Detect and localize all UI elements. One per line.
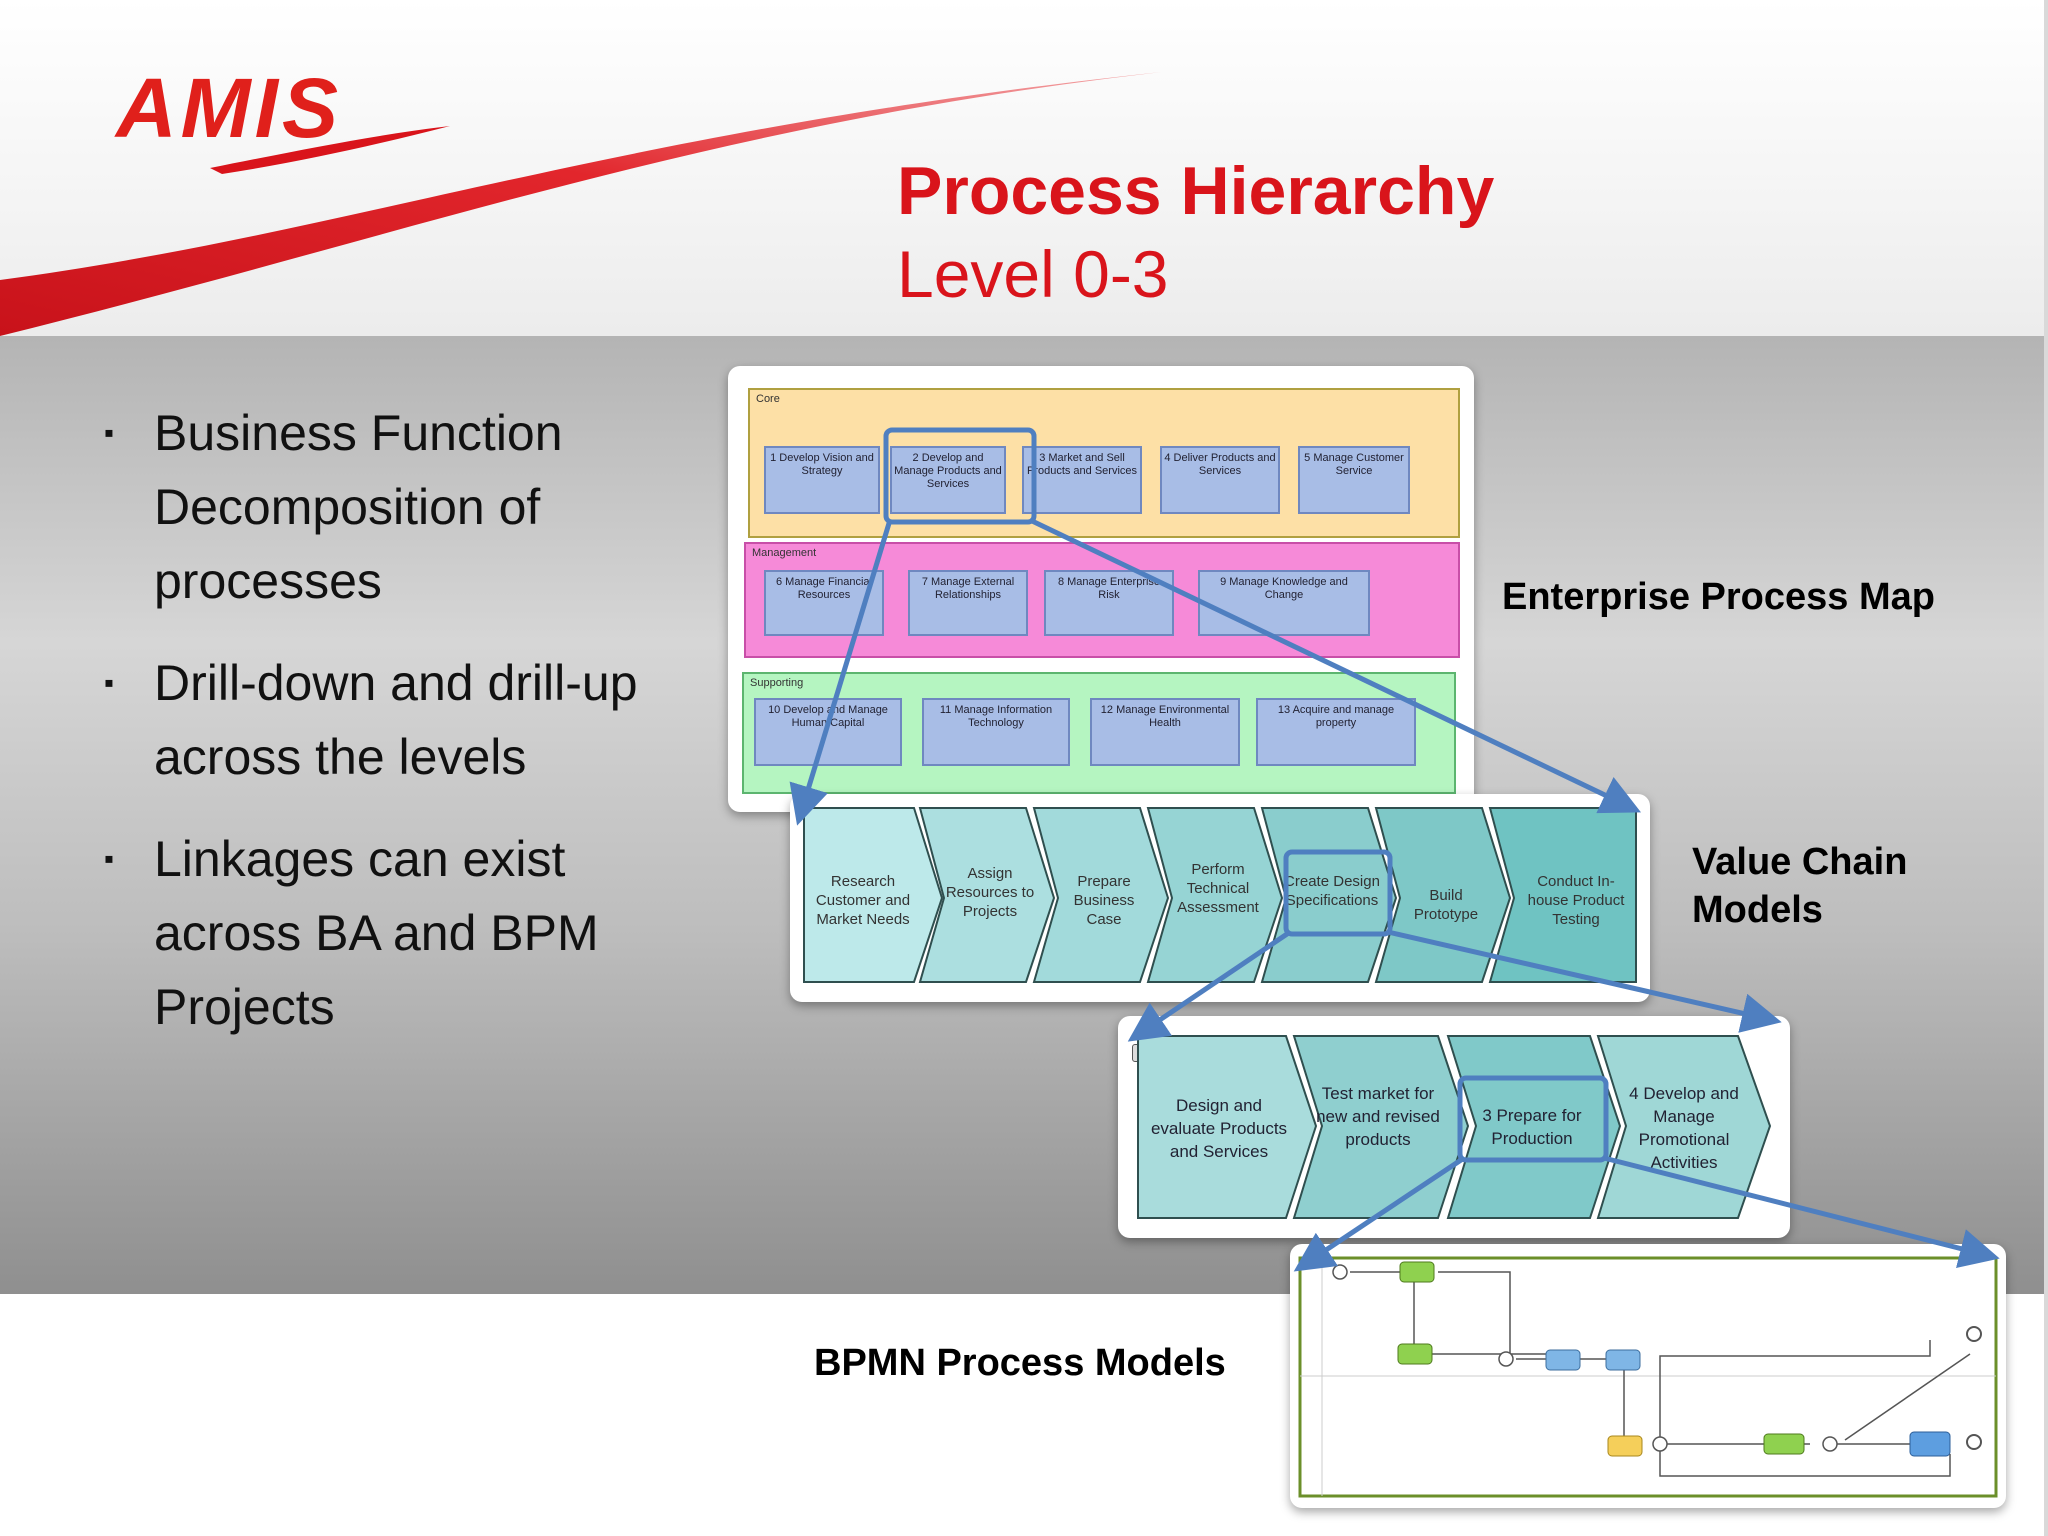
value-chain-step[interactable]: Assign Resources to Projects <box>945 865 1035 920</box>
bpmn-task <box>1909 1431 1951 1457</box>
management-process-box[interactable]: 9 Manage Knowledge and Change <box>1198 570 1370 636</box>
bpmn-task <box>1763 1433 1805 1455</box>
core-process-box[interactable]: 3 Market and Sell Products and Services <box>1022 446 1142 514</box>
header-background <box>0 0 2048 336</box>
bullet-list: ▪ Business Function Decomposition of pro… <box>104 396 704 1072</box>
core-process-box[interactable]: 5 Manage Customer Service <box>1298 446 1410 514</box>
value-chain-label-line: Value Chain <box>1692 841 1908 883</box>
supporting-process-box[interactable]: 10 Develop and Manage Human Capital <box>754 698 902 766</box>
value-chain-step[interactable]: Research Customer and Market Needs <box>815 873 911 928</box>
amis-logo: AMIS <box>116 61 342 155</box>
bullet-text: Business Function Decomposition of proce… <box>154 405 563 609</box>
bpmn-task <box>1399 1261 1435 1283</box>
bpmn-process-model-panel <box>1290 1244 2006 1508</box>
bullet-marker-icon: ▪ <box>104 843 114 874</box>
value-chain-step[interactable]: Perform Technical Assessment <box>1177 861 1259 916</box>
chevron-shape <box>803 807 944 983</box>
sub-value-chain-panel: Design and evaluate Products and Service… <box>1118 1016 1790 1238</box>
supporting-process-box[interactable]: 11 Manage Information Technology <box>922 698 1070 766</box>
bpmn-process-models-label: BPMN Process Models <box>814 1342 1226 1384</box>
supporting-process-box[interactable]: 12 Manage Environmental Health <box>1090 698 1240 766</box>
bpmn-task <box>1397 1343 1433 1365</box>
bpmn-end-event <box>1966 1326 1982 1342</box>
value-chain-step[interactable]: Prepare Business Case <box>1073 873 1135 928</box>
bpmn-task <box>1607 1435 1643 1457</box>
sub-value-chain-step[interactable]: 3 Prepare for Production <box>1482 1106 1582 1148</box>
core-process-box[interactable]: 4 Deliver Products and Services <box>1160 446 1280 514</box>
bullet-marker-icon: ▪ <box>104 417 114 448</box>
supporting-process-box[interactable]: 13 Acquire and manage property <box>1256 698 1416 766</box>
core-lane-label: Core <box>756 393 780 405</box>
bullet-text: Drill-down and drill-up across the level… <box>154 655 638 785</box>
value-chain-step[interactable]: Create Design Specifications <box>1284 873 1380 909</box>
value-chain-label-line: Models <box>1692 889 1823 931</box>
sub-value-chain-step[interactable]: Design and evaluate Products and Service… <box>1150 1096 1288 1161</box>
management-lane-label: Management <box>752 547 817 559</box>
enterprise-process-map-label: Enterprise Process Map <box>1502 576 1935 618</box>
enterprise-process-map-panel: Core 1 Develop Vision and Strategy 2 Dev… <box>728 366 1474 812</box>
bullet-text: Linkages can exist across BA and BPM Pro… <box>154 831 599 1035</box>
management-process-box[interactable]: 6 Manage Financial Resources <box>764 570 884 636</box>
bpmn-start-event <box>1332 1264 1348 1280</box>
bpmn-end-event <box>1966 1434 1982 1450</box>
supporting-lane-label: Supporting <box>750 677 804 689</box>
supporting-lane: Supporting 10 Develop and Manage Human C… <box>742 672 1456 794</box>
bpmn-diagram <box>1298 1256 1998 1498</box>
management-lane: Management 6 Manage Financial Resources … <box>744 542 1460 658</box>
core-lane: Core 1 Develop Vision and Strategy 2 Dev… <box>748 388 1460 538</box>
core-process-box[interactable]: 2 Develop and Manage Products and Servic… <box>890 446 1006 514</box>
bpmn-gateway <box>1652 1436 1668 1452</box>
sub-value-chain-step[interactable]: 4 Develop and Manage Promotional Activit… <box>1629 1084 1739 1172</box>
management-process-box[interactable]: 7 Manage External Relationships <box>908 570 1028 636</box>
value-chain-step[interactable]: Conduct In-house Product Testing <box>1527 873 1625 928</box>
slide-edge <box>2044 0 2048 1536</box>
bullet-item: ▪ Business Function Decomposition of pro… <box>104 396 704 618</box>
sub-value-chain-step[interactable]: Test market for new and revised products <box>1316 1084 1440 1149</box>
slide-title: Process Hierarchy <box>897 153 1495 229</box>
value-chain-models-label: Value Chain Models <box>1692 838 1907 934</box>
bullet-marker-icon: ▪ <box>104 667 114 698</box>
bpmn-task <box>1545 1349 1581 1371</box>
bpmn-task <box>1605 1349 1641 1371</box>
value-chain-panel: Research Customer and Market Needs Assig… <box>790 794 1650 1002</box>
management-process-box[interactable]: 8 Manage Enterprise Risk <box>1044 570 1174 636</box>
red-swoosh-graphic <box>0 70 1180 336</box>
bpmn-gateway <box>1498 1351 1514 1367</box>
core-process-box[interactable]: 1 Develop Vision and Strategy <box>764 446 880 514</box>
chevron-shape <box>918 807 1056 983</box>
slide-subtitle: Level 0-3 <box>897 237 1169 311</box>
bullet-item: ▪ Linkages can exist across BA and BPM P… <box>104 822 704 1044</box>
bpmn-gateway <box>1822 1436 1838 1452</box>
value-chain-step[interactable]: Build Prototype <box>1413 887 1479 923</box>
bullet-item: ▪ Drill-down and drill-up across the lev… <box>104 646 704 794</box>
